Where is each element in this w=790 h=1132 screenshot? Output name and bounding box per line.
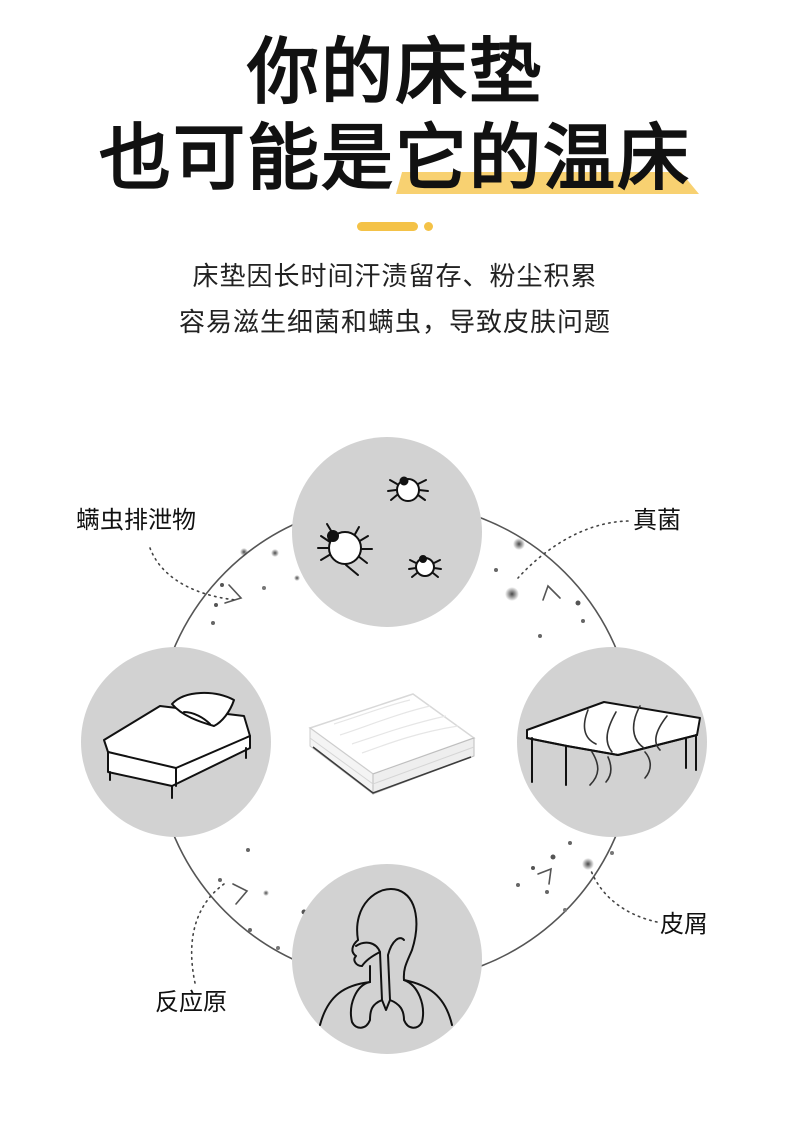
node-mites — [292, 437, 482, 627]
accent-dot — [424, 222, 433, 231]
label-dander: 皮屑 — [660, 910, 708, 938]
label-allergen: 反应原 — [155, 988, 227, 1016]
bed-icon — [103, 691, 251, 799]
leader-mite — [149, 547, 237, 601]
title-highlight — [396, 172, 699, 194]
mattress-fabric-icon — [526, 701, 701, 786]
mites-icon — [317, 476, 442, 578]
arrow-top-right — [542, 584, 561, 601]
node-fabric — [517, 647, 707, 837]
intro-line-2: 容易滋生细菌和螨虫，导致皮肤问题 — [178, 308, 611, 338]
cycle-arrows — [224, 584, 561, 905]
label-mite-excrement: 螨虫排泄物 — [76, 506, 196, 534]
arrow-top-left — [224, 584, 243, 604]
respiratory-system-icon — [319, 888, 453, 1029]
leader-allergen — [190, 883, 225, 984]
page-title-line-1: 你的床垫 — [246, 30, 543, 114]
arrow-bottom-right — [537, 867, 552, 885]
leader-dander — [589, 867, 658, 923]
label-fungus: 真菌 — [633, 506, 681, 534]
leader-fungus — [517, 520, 629, 579]
arrow-bottom-left — [232, 883, 249, 905]
leader-lines — [149, 520, 658, 984]
particle-specks — [211, 538, 614, 950]
node-respiratory — [292, 864, 482, 1054]
page-title-line-2: 也可能是它的温床 — [98, 116, 691, 200]
node-bed — [81, 647, 271, 837]
intro-line-1: 床垫因长时间汗渍留存、粉尘积累 — [192, 262, 598, 292]
mattress-icon — [308, 693, 476, 796]
accent-bar — [357, 222, 418, 231]
